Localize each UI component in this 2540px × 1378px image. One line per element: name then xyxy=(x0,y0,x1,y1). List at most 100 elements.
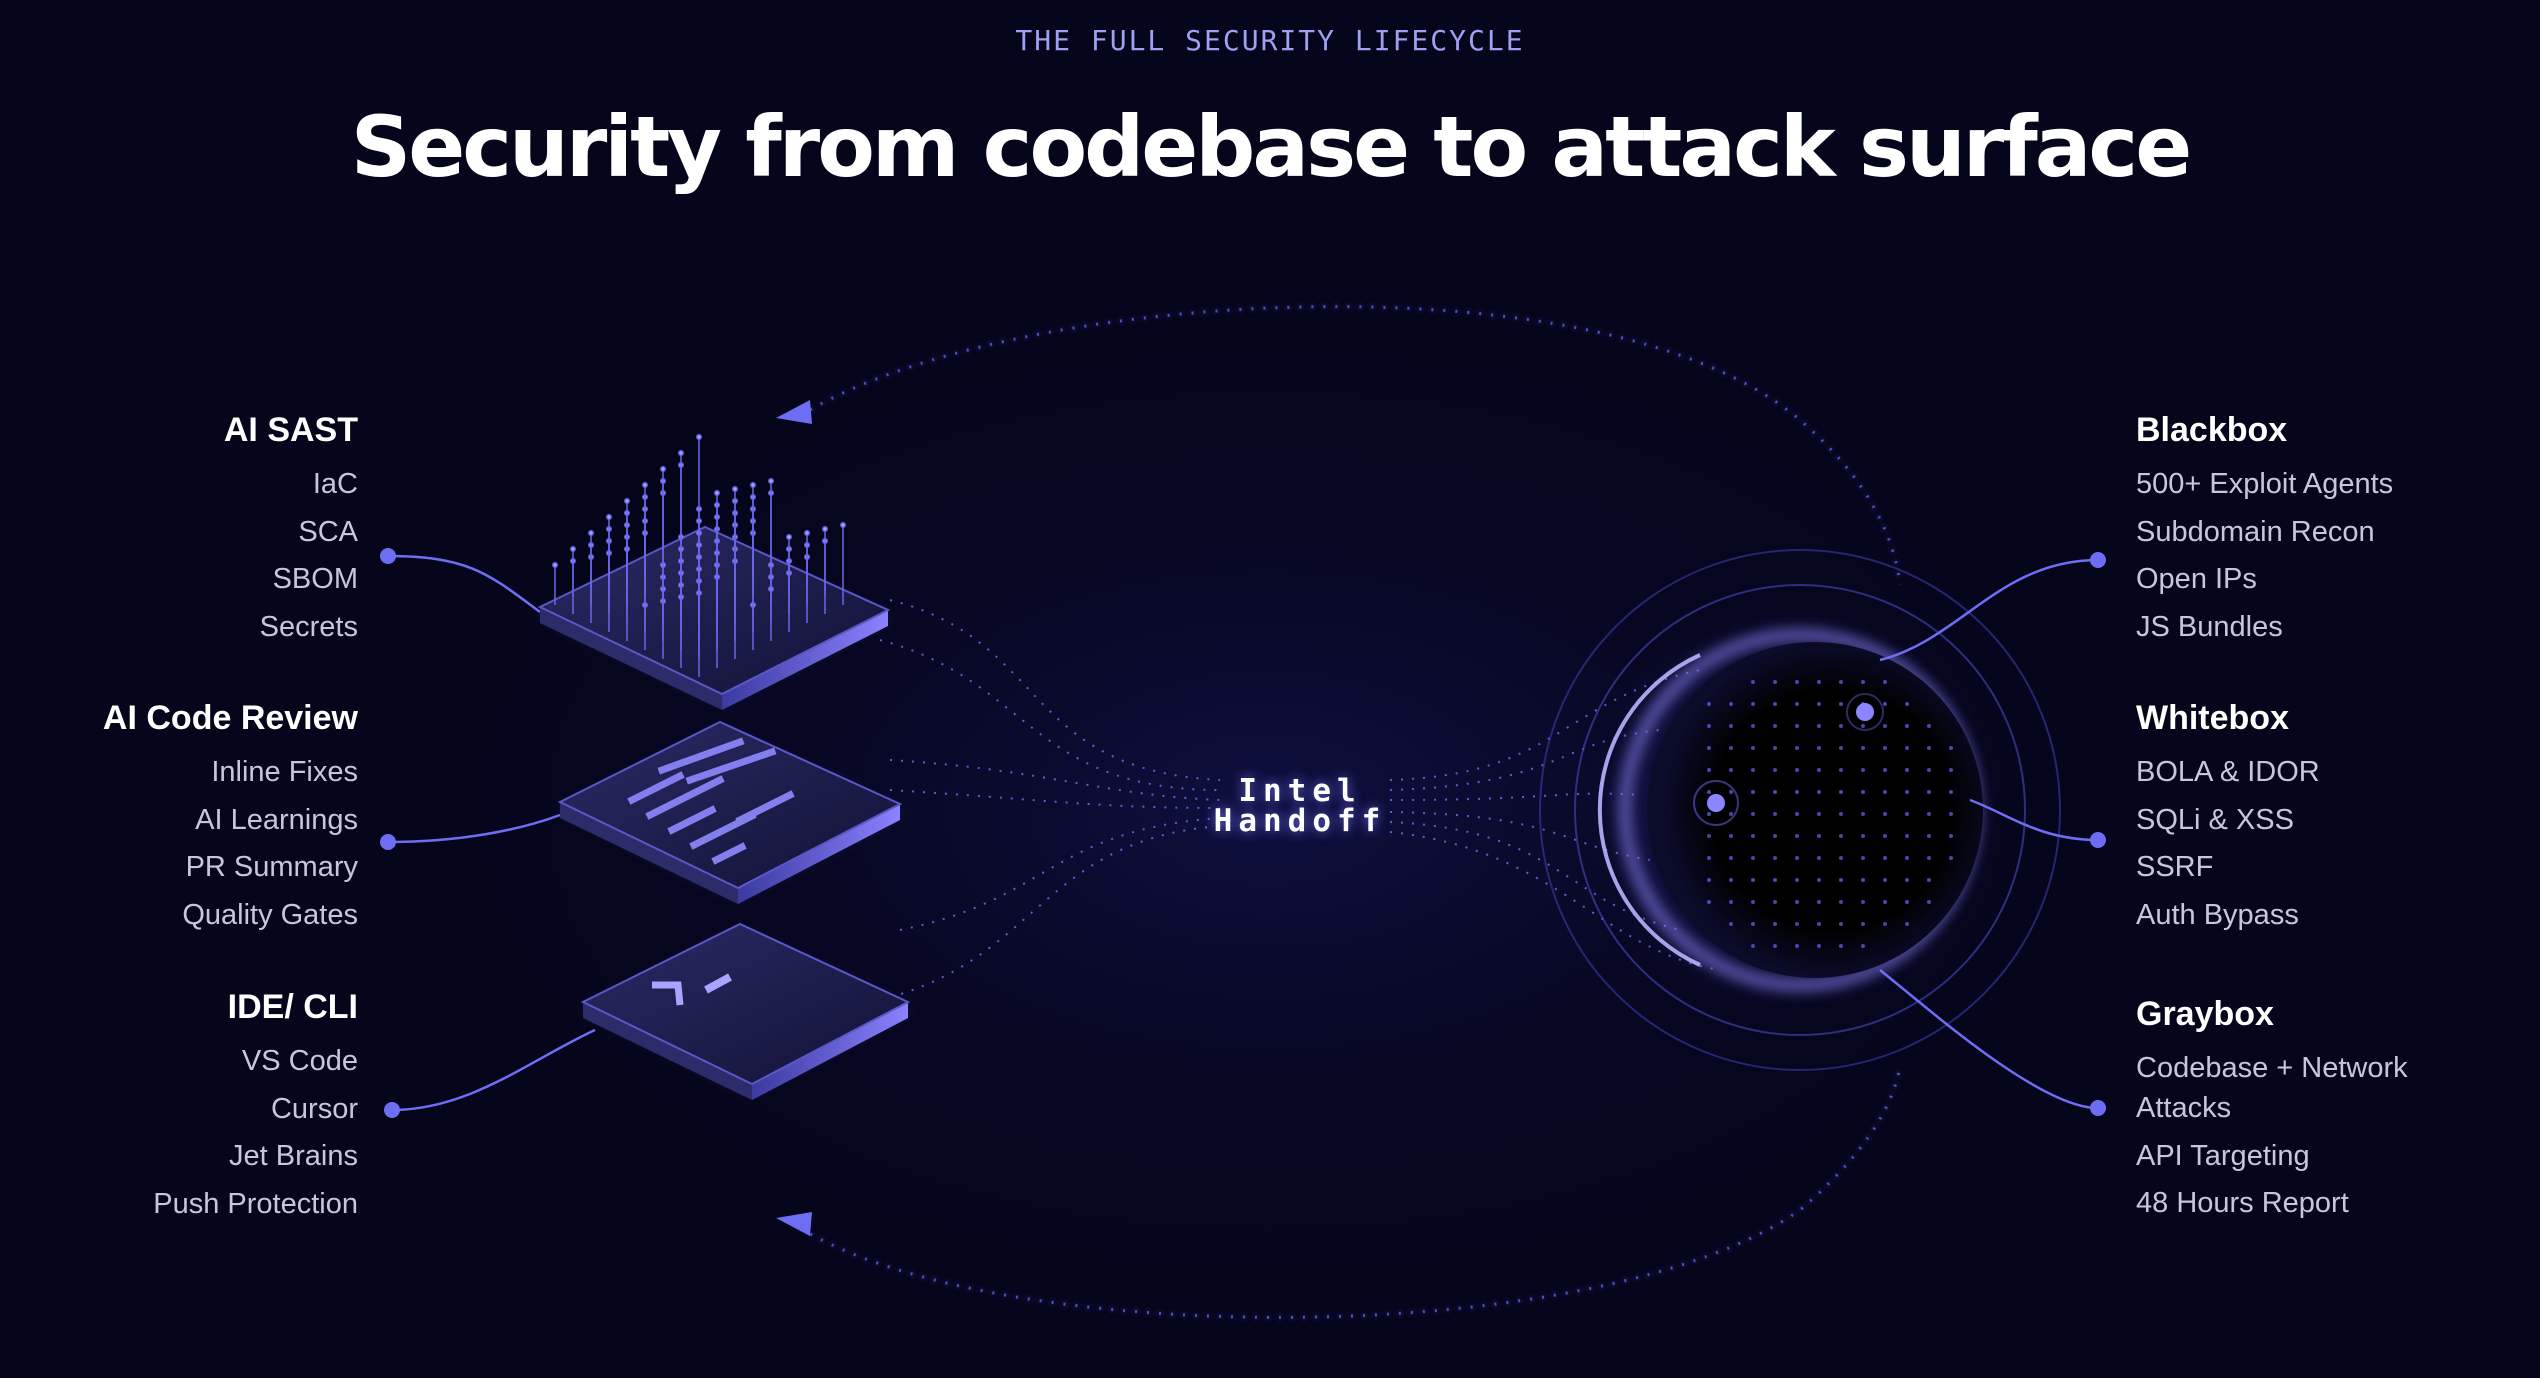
group-title: IDE/ CLI xyxy=(227,988,358,1026)
orb-dot xyxy=(1817,724,1821,728)
list-item: Open IPs xyxy=(2136,563,2257,595)
list-item: IaC xyxy=(312,468,358,500)
group-whitebox: Whitebox BOLA & IDOR SQLi & XSS SSRF Aut… xyxy=(2136,696,2536,942)
sast-stick-tip xyxy=(660,466,666,472)
orb-dot xyxy=(1949,856,1953,860)
group-title: Graybox xyxy=(2136,995,2274,1033)
ambient-glow xyxy=(370,290,2170,1330)
orb-dot-grid xyxy=(1707,680,1953,948)
orb-dot xyxy=(1927,878,1931,882)
connector-ide-cli xyxy=(391,1028,596,1112)
orb-dot xyxy=(1883,724,1887,728)
orb-dot xyxy=(1773,878,1777,882)
orb-dot xyxy=(1729,812,1733,816)
orb-dot xyxy=(1839,922,1843,926)
connector-ai-sast xyxy=(387,554,541,614)
sast-stick-tip xyxy=(678,450,684,456)
orb-dot xyxy=(1927,768,1931,772)
orb-dot xyxy=(1795,856,1799,860)
loop-arrowhead-bottom xyxy=(776,1212,812,1236)
orb-dot xyxy=(1861,812,1865,816)
orb-dot xyxy=(1839,856,1843,860)
orb-dot xyxy=(1751,746,1755,750)
intel-handoff-label: Intel Handoff xyxy=(1180,773,1420,839)
orb-node-left xyxy=(1707,794,1725,812)
orb-dot xyxy=(1927,856,1931,860)
orb-dot xyxy=(1751,834,1755,838)
list-item: AI Learnings xyxy=(195,803,358,836)
orb-dot xyxy=(1817,834,1821,838)
group-title: AI Code Review xyxy=(102,699,358,737)
orb-dot xyxy=(1795,680,1799,684)
group-ai-sast: AI SAST IaC SCA SBOM Secrets xyxy=(0,408,358,654)
orb-dot xyxy=(1927,724,1931,728)
list-item: SSRF xyxy=(2136,851,2214,883)
intel-handoff-line2: Handoff xyxy=(1213,803,1387,839)
orb-dot xyxy=(1751,702,1755,706)
orb-dot xyxy=(1861,834,1865,838)
tile-ai-sast xyxy=(537,434,891,710)
intel-handoff-line1: Intel xyxy=(1238,773,1362,809)
group-title: Whitebox xyxy=(2136,699,2289,737)
orb-dot xyxy=(1883,900,1887,904)
orb-dot xyxy=(1729,790,1733,794)
orb-dot xyxy=(1839,680,1843,684)
orb-dot xyxy=(1751,878,1755,882)
list-item: Push Protection xyxy=(153,1187,358,1220)
orb-dot xyxy=(1817,790,1821,794)
orb-dot xyxy=(1707,702,1711,706)
orb-dot xyxy=(1905,724,1909,728)
orb-dot xyxy=(1817,746,1821,750)
orb-dot xyxy=(1795,878,1799,882)
orb-dot xyxy=(1949,790,1953,794)
orb-dot xyxy=(1839,878,1843,882)
orb-dot xyxy=(1861,724,1865,728)
orb-dot xyxy=(1729,702,1733,706)
orb-dot xyxy=(1795,834,1799,838)
orb-dot xyxy=(1751,724,1755,728)
orb-dot xyxy=(1883,746,1887,750)
orb-dot xyxy=(1905,768,1909,772)
orb-dot xyxy=(1773,944,1777,948)
orb-dot xyxy=(1861,856,1865,860)
connector-graybox xyxy=(1879,969,2099,1110)
loop-arc-top xyxy=(799,305,1902,586)
orb-dot xyxy=(1949,746,1953,750)
orb-dot xyxy=(1707,900,1711,904)
orb-dot xyxy=(1839,768,1843,772)
group-blackbox: Blackbox 500+ Exploit Agents Subdomain R… xyxy=(2136,408,2536,654)
orb-dot xyxy=(1883,702,1887,706)
orb-dot xyxy=(1861,746,1865,750)
orb-dot xyxy=(1883,680,1887,684)
connector-dot-ide-cli xyxy=(384,1102,400,1118)
orb-dot xyxy=(1773,790,1777,794)
orb-dot xyxy=(1883,878,1887,882)
orb-dot xyxy=(1795,724,1799,728)
page-title: Security from codebase to attack surface xyxy=(350,98,2192,196)
loop-arrowhead-top xyxy=(776,400,812,424)
list-item: Codebase + Network Attacks xyxy=(2136,1052,2408,1124)
list-item: Cursor xyxy=(270,1092,358,1125)
sast-stick-tip xyxy=(714,490,720,496)
orb-dot xyxy=(1751,944,1755,948)
tile-code-review xyxy=(557,720,903,904)
orb-dot xyxy=(1927,790,1931,794)
orb-dot xyxy=(1707,834,1711,838)
orb-dot xyxy=(1905,834,1909,838)
orb-dot xyxy=(1707,856,1711,860)
orb-dot xyxy=(1795,768,1799,772)
orb-dot xyxy=(1795,900,1799,904)
sast-data-grid xyxy=(552,434,846,677)
orb-dot xyxy=(1773,834,1777,838)
orb-dot xyxy=(1773,702,1777,706)
orb-dot xyxy=(1729,724,1733,728)
orb-dot xyxy=(1707,790,1711,794)
orb-dot xyxy=(1773,680,1777,684)
list-item: 48 Hours Report xyxy=(2136,1187,2349,1219)
orb-dot xyxy=(1751,768,1755,772)
orb-node-top xyxy=(1856,703,1874,721)
orb-dot xyxy=(1729,856,1733,860)
orb-dot xyxy=(1729,900,1733,904)
orb-dot xyxy=(1817,900,1821,904)
orb-dot xyxy=(1883,768,1887,772)
